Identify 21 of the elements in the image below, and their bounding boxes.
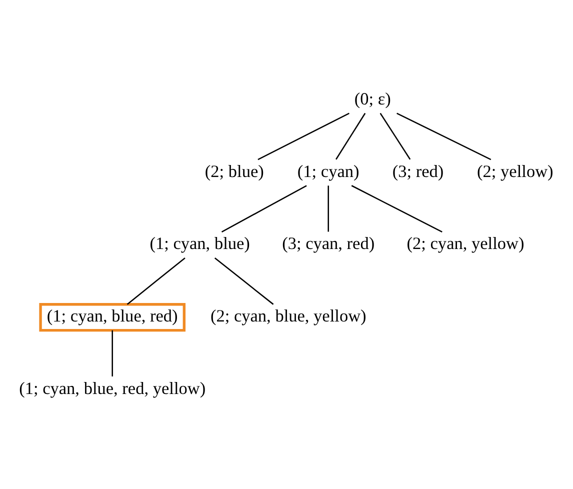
- node-text: (3; red): [392, 161, 444, 180]
- node-text: (2; blue): [204, 161, 264, 180]
- connector: [396, 112, 492, 160]
- connector: [351, 184, 442, 232]
- connector: [258, 112, 350, 160]
- node-box: (1; cyan, blue, red): [39, 302, 186, 332]
- connector: [328, 185, 329, 232]
- node-text: (2; yellow): [477, 161, 554, 180]
- connector: [126, 256, 186, 304]
- node-text: (3; cyan, red): [282, 234, 375, 253]
- connector: [380, 112, 411, 160]
- node-text: (1; cyan): [297, 161, 360, 180]
- connector: [112, 330, 113, 376]
- node-text: (2; cyan, yellow): [406, 234, 524, 253]
- connector: [336, 112, 366, 160]
- connector: [214, 256, 274, 304]
- node-text: (0; ε): [354, 88, 391, 108]
- node-text: (1; cyan, blue, red, yellow): [19, 378, 206, 398]
- node-text: (1; cyan, blue): [150, 234, 250, 253]
- node-text: (2; cyan, blue, yellow): [210, 306, 366, 325]
- connector: [221, 184, 307, 232]
